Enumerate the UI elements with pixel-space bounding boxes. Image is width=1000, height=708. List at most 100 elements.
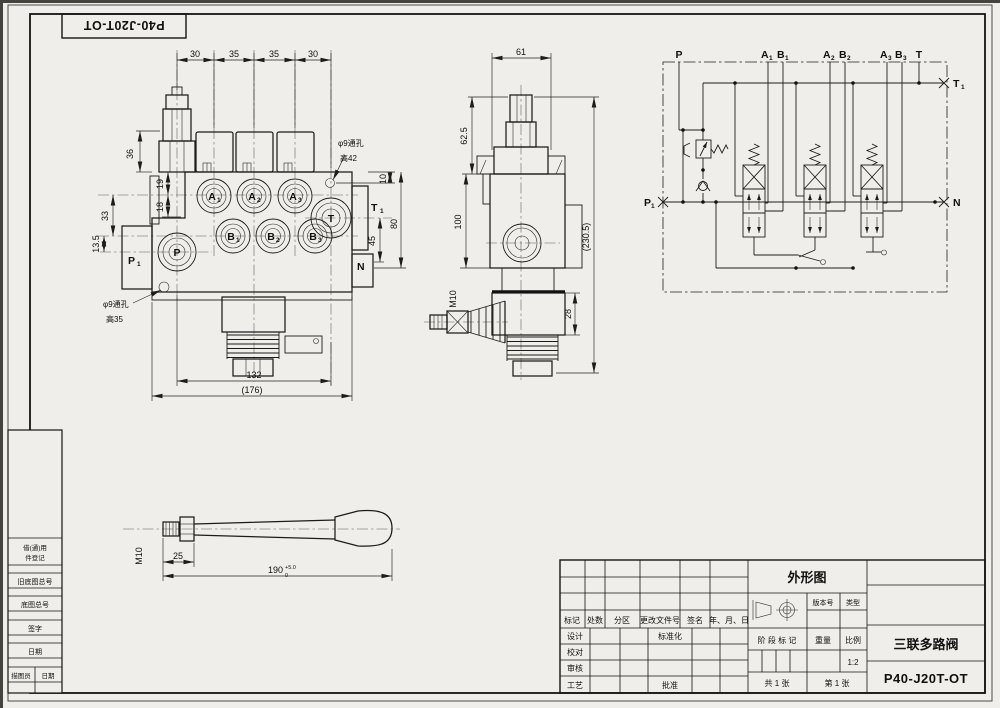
schematic-label-t1: T	[953, 78, 960, 90]
port-a2: A	[248, 191, 256, 203]
sig-review: 审核	[567, 663, 583, 673]
bottom-boss	[221, 296, 323, 377]
sig-process: 工艺	[567, 681, 583, 690]
hole-note-top: φ9通孔 高42	[332, 138, 364, 181]
dim-30-b: 30	[308, 49, 318, 59]
dim-62-5: 62.5	[459, 127, 469, 145]
port-a1-sub: 1	[217, 197, 221, 204]
mount-hole-top	[325, 178, 335, 188]
check-valve-symbol	[695, 180, 711, 192]
dim-18: 18	[155, 202, 165, 212]
label-t1-sub: 1	[380, 208, 384, 215]
dim-30-a: 30	[190, 49, 200, 59]
dim-190-tol-lower: 0	[285, 573, 288, 579]
handle-view: M10 25 190 +5.0 0	[123, 509, 400, 581]
dim-132: 132	[246, 370, 261, 380]
mount-hole-bottom	[158, 281, 170, 293]
product-name: 三联多路阀	[893, 637, 958, 652]
schematic-label-p1: P	[644, 197, 651, 209]
schematic-port-p: P	[675, 49, 682, 61]
schematic-port-b3-sub: 3	[903, 55, 907, 62]
scale-value: 1:2	[847, 658, 859, 667]
note-hole-bottom-2: 高35	[106, 314, 123, 324]
front-left-dims: 36 19 18 33 13.5 P 1	[91, 130, 181, 268]
weight-label: 重量	[815, 635, 831, 645]
dim-25: 25	[173, 551, 183, 561]
joystick-joint: M10	[429, 290, 506, 344]
scale-label: 比例	[845, 635, 861, 645]
sig-approve: 批准	[662, 680, 678, 690]
schematic-port-a2: A	[823, 49, 831, 61]
side-dims: 61 62.5 100 (230.5) 28	[453, 47, 599, 374]
spool-sections	[742, 143, 884, 238]
schematic-label-n: N	[953, 197, 961, 209]
dim-80: 80	[389, 219, 399, 229]
schematic-port-a2-sub: 2	[831, 55, 835, 62]
drawing-type-title: 外形图	[786, 570, 826, 585]
port-b1-sub: 1	[236, 237, 240, 244]
margin-master-no-label: 底图总号	[21, 600, 49, 609]
port-a2-sub: 2	[257, 197, 261, 204]
schematic-port-b3: B	[895, 49, 903, 61]
margin-old-master-no-label: 旧底图总号	[18, 577, 53, 586]
dim-19: 19	[155, 179, 165, 189]
label-n: N	[357, 261, 365, 273]
port-a3-sub: 3	[298, 197, 302, 204]
hole-note-bottom: φ9通孔 高35	[103, 289, 162, 324]
schematic-port-t: T	[916, 49, 923, 61]
version-label: 版本号	[813, 598, 834, 607]
drawing-code: P40-J20T-OT	[884, 671, 968, 686]
sig-standardization: 标准化	[658, 631, 682, 641]
side-thread-label: M10	[448, 290, 458, 308]
schematic-port-a3-sub: 3	[888, 55, 892, 62]
sheet-number: 第 1 张	[825, 678, 850, 688]
rev-header-zone: 分区	[614, 616, 630, 625]
margin-tracer-date-label: 日期	[42, 672, 56, 680]
rotated-code-box: P40-J20T-OT	[61, 13, 187, 39]
cap-clamp-marks	[202, 162, 293, 173]
dim-190: 190	[268, 565, 283, 575]
dim-35-b: 35	[269, 49, 279, 59]
projection-symbol-icon	[752, 599, 798, 621]
dim-45: 45	[367, 236, 377, 246]
port-b1: B	[227, 231, 235, 243]
front-top-dims: 30 35 35 30	[176, 49, 332, 168]
hydraulic-schematic: P A 1 B 1 A 2 B 2 A 3 B 3 T	[644, 49, 965, 293]
rev-header-date: 年、月、日	[709, 615, 749, 625]
relief-valve-adjuster	[158, 86, 196, 173]
dim-13-5: 13.5	[91, 235, 101, 253]
dim-36: 36	[125, 149, 135, 159]
schematic-label-p1-sub: 1	[651, 203, 655, 210]
dim-190-tol-upper: +5.0	[285, 565, 296, 571]
port-t: T	[328, 213, 335, 225]
port-a1: A	[208, 191, 216, 203]
dim-33: 33	[100, 211, 110, 221]
margin-signature-label: 签字	[28, 624, 42, 633]
rev-header-sign: 签名	[687, 615, 703, 625]
label-p1: P	[128, 255, 135, 267]
schematic-port-a3: A	[880, 49, 888, 61]
side-view: M10 61 62.5 100 (230.5) 28	[424, 47, 599, 380]
port-b2-sub: 2	[276, 237, 280, 244]
dim-10: 10	[378, 174, 388, 184]
front-view: A 1 A 2 A 3 B 1 B 2 B 3 P T	[91, 49, 406, 401]
label-p1-sub: 1	[137, 261, 141, 268]
dim-176: (176)	[241, 385, 262, 395]
dim-28: 28	[563, 309, 573, 319]
port-a3: A	[289, 191, 297, 203]
margin-tracer-label: 描图员	[11, 671, 31, 680]
label-t1: T	[371, 202, 378, 214]
schematic-port-b1: B	[777, 49, 785, 61]
front-bottom-dims: 132 (176)	[151, 295, 353, 401]
margin-borrow-label-1: 借(通)用	[23, 543, 47, 552]
type-label: 类型	[846, 598, 860, 607]
stage-mark-label: 阶 段 标 记	[758, 635, 797, 645]
port-b2: B	[267, 231, 275, 243]
note-hole-top-1: φ9通孔	[338, 138, 364, 148]
plug-marks	[657, 77, 950, 208]
dim-230-5: (230.5)	[581, 223, 591, 252]
relief-valve-symbol	[683, 139, 729, 159]
margin-date-label: 日期	[28, 648, 42, 656]
